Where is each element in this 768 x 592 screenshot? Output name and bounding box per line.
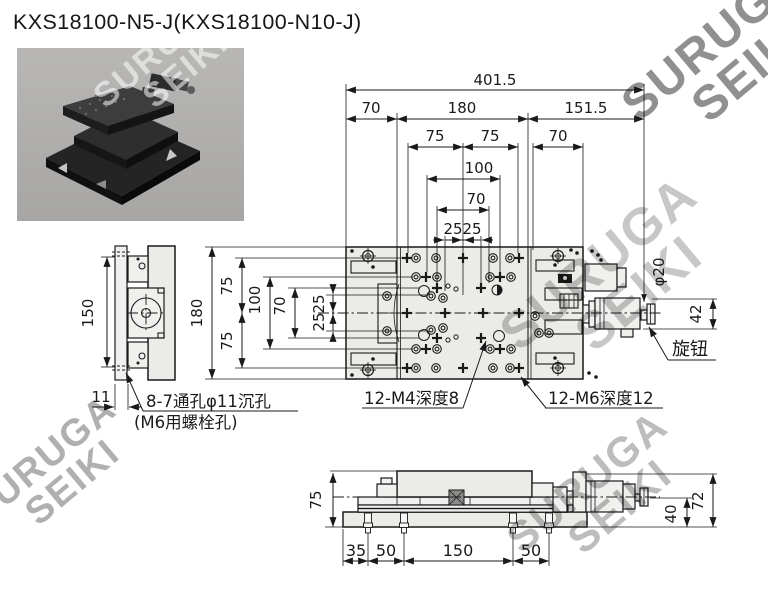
fdim-75: 75 xyxy=(307,490,325,509)
dim-seg-70: 70 xyxy=(361,99,380,117)
dim-150: 150 xyxy=(79,299,97,328)
mounting-feet xyxy=(363,512,554,534)
side-hole-note-sub: (M6用螺栓孔) xyxy=(134,413,238,432)
dim-25-right: 25 xyxy=(462,220,481,238)
vdim-75-top: 75 xyxy=(218,276,236,295)
note-m6: 12-M6深度12 xyxy=(548,389,654,408)
hole-symbols xyxy=(350,248,603,379)
fdim-50b: 50 xyxy=(521,541,541,560)
dim-seg-180: 180 xyxy=(448,99,477,117)
photo-knob-assembly xyxy=(141,73,195,98)
photo-hole-dots xyxy=(78,94,126,116)
vdim-25-top: 25 xyxy=(310,294,328,313)
dim-knob-dia: φ20 xyxy=(650,258,668,287)
dim-70-rightsec: 70 xyxy=(548,127,567,145)
side-view: 150 11 8-7通孔φ11沉孔 (M6用螺栓孔) xyxy=(79,245,298,432)
vdim-25-bottom: 25 xyxy=(310,312,328,331)
top-view xyxy=(318,246,661,380)
note-m4: 12-M4深度8 xyxy=(364,389,459,408)
dim-seg-151: 151.5 xyxy=(565,99,608,117)
dim-70: 70 xyxy=(466,190,485,208)
fdim-150: 150 xyxy=(443,541,474,560)
vdim-180: 180 xyxy=(188,299,206,328)
vdim-75-bottom: 75 xyxy=(218,331,236,350)
top-view-dimensions: 401.5 70 180 151.5 75 75 70 100 70 25 25… xyxy=(188,71,717,409)
vdim-100: 100 xyxy=(246,286,264,315)
side-hole-note: 8-7通孔φ11沉孔 xyxy=(146,392,271,411)
knob-label: 旋钮 xyxy=(672,339,708,360)
fdim-40: 40 xyxy=(662,504,680,523)
fdim-50a: 50 xyxy=(376,541,396,560)
dim-75-left: 75 xyxy=(425,127,444,145)
dim-75-right: 75 xyxy=(480,127,499,145)
front-view: 75 72 40 35 50 150 50 xyxy=(307,470,717,566)
fdim-35: 35 xyxy=(346,541,366,560)
dim-11: 11 xyxy=(91,388,110,406)
dim-total-width: 401.5 xyxy=(474,71,517,89)
dim-100: 100 xyxy=(465,159,494,177)
page-title: KXS18100-N5-J(KXS18100-N10-J) xyxy=(13,10,362,34)
dim-knob-42: 42 xyxy=(687,304,705,323)
vdim-70: 70 xyxy=(271,296,289,315)
fdim-72: 72 xyxy=(689,491,707,510)
dim-25-left: 25 xyxy=(443,220,462,238)
product-photo xyxy=(17,48,244,221)
